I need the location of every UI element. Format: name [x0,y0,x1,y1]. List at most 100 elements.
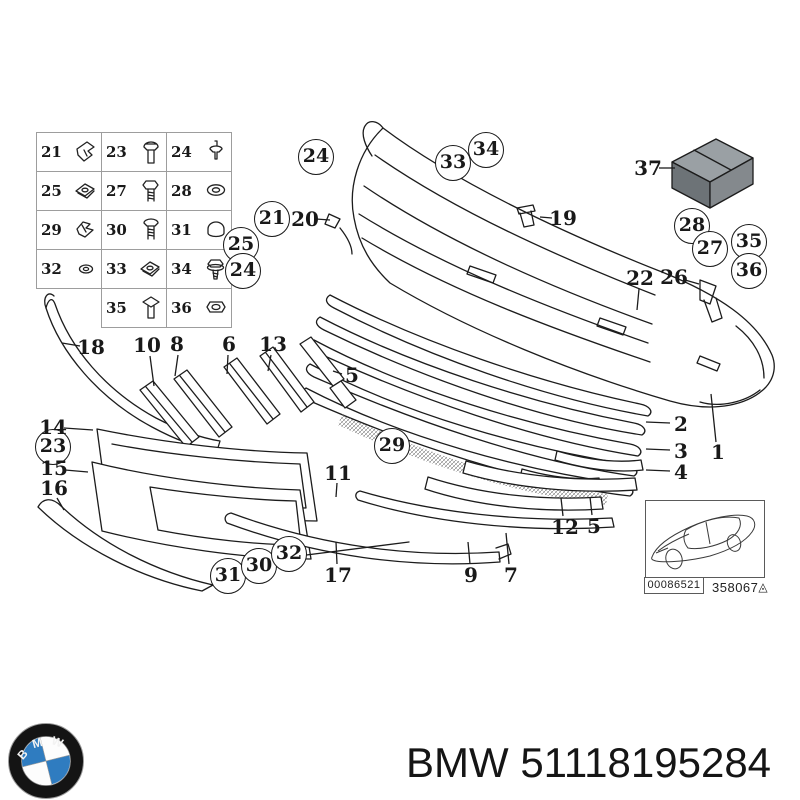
fastener-number: 35 [106,299,127,317]
fastener-cell-36: 36 [166,288,232,328]
fastener-number: 28 [171,182,192,200]
callout-9: 9 [464,563,478,587]
fastener-cell-35: 35 [101,288,167,328]
fastener-number: 30 [106,221,127,239]
footer-part-number: BMW 51118195284 [406,739,771,787]
callout-3: 3 [674,439,688,463]
inset-code-text: 00086521 [647,579,701,591]
fastener-cell-24: 24 [166,132,232,172]
callout-32-circled: 32 [271,536,307,572]
leader-line-4 [645,469,671,472]
callout-37: 37 [634,156,662,180]
car-outline-icon [651,514,756,570]
leader-line-12 [560,497,564,517]
speed-nut-icon [138,254,164,284]
spring-clip-icon [73,215,99,245]
warning-triangle-icon: ◬ [758,580,769,594]
fastener-cell-28: 28 [166,171,232,211]
fastener-cell-empty [37,289,102,328]
callout-24-circled: 24 [298,139,334,175]
fastener-cell-34: 34 [166,249,232,289]
callout-22: 22 [626,266,654,290]
leader-line-3 [645,448,671,451]
fastener-number: 23 [106,143,127,161]
leader-line-8 [174,354,179,377]
fastener-number: 36 [171,299,192,317]
callout-21-circled: 21 [254,201,290,237]
fastener-number: 34 [171,260,192,278]
cover-cap-icon [203,215,229,245]
fastener-number: 33 [106,260,127,278]
car-inset-frame [645,500,765,578]
fastener-table-row: 25 27 28 [36,171,232,211]
callout-1: 1 [711,440,725,464]
small-bracket-parts-art [324,204,723,323]
fastener-number: 27 [106,182,127,200]
washer-icon [203,176,229,206]
fastener-cell-29: 29 [36,210,102,250]
fastener-cell-21: 21 [36,132,102,172]
fastener-cell-27: 27 [101,171,167,211]
hex-nut-icon [203,293,229,323]
fastener-number: 21 [41,143,62,161]
callout-29-circled: 29 [374,428,410,464]
callout-19: 19 [549,206,577,230]
callout-20: 20 [291,207,319,231]
leader-line-14 [63,427,94,431]
fastener-number: 31 [171,221,192,239]
leader-line-6 [226,354,229,375]
callout-10: 10 [133,333,161,357]
part-37-box-art [671,138,754,209]
bmw-roundel-logo: BMW [8,723,84,799]
fastener-table-row: 32 33 34 [36,249,232,289]
centre-grilles-art [424,450,644,511]
impact-strip-layers-art [301,294,652,505]
callout-2: 2 [674,412,688,436]
hex-bolt-icon [138,176,164,206]
fastener-number: 32 [41,260,62,278]
fastener-cell-33: 33 [101,249,167,289]
brand-text: BMW [406,739,509,786]
callout-4: 4 [674,460,688,484]
washer-small-icon [73,254,99,284]
callout-17: 17 [324,563,352,587]
inset-ref-number: 358067◬ [712,580,769,595]
fastener-cell-25: 25 [36,171,102,211]
callout-13: 13 [259,332,287,356]
clip-icon [73,137,99,167]
leader-line-17 [335,541,338,565]
fastener-cell-32: 32 [36,249,102,289]
fastener-table-row: 21 23 24 [36,132,232,172]
leader-line-5 [332,370,343,375]
callout-16: 16 [40,476,68,500]
fastener-table-row: 35 36 [37,288,232,328]
fastener-cell-31: 31 [166,210,232,250]
callout-14: 14 [39,415,67,439]
callout-24-circled: 24 [225,253,261,289]
leader-line-22 [636,288,640,311]
callout-7: 7 [504,563,518,587]
part-number-text: 51118195284 [520,739,772,786]
fastener-cell-30: 30 [101,210,167,250]
countersunk-screw-icon [138,215,164,245]
expanding-rivet-icon [203,137,229,167]
inset-code-box: 00086521 [644,577,704,594]
callout-26: 26 [660,265,688,289]
leader-line-2 [645,421,671,424]
callout-18: 18 [77,335,105,359]
callout-6: 6 [222,332,236,356]
callout-11: 11 [324,461,352,485]
callout-5: 5 [345,363,359,387]
leader-line-15 [64,469,89,473]
fastener-number: 25 [41,182,62,200]
speed-nut-icon [73,176,99,206]
leader-line-5 [589,496,593,516]
square-head-bolt-icon [138,293,164,323]
callout-12: 12 [551,515,579,539]
leader-line-10 [149,355,155,387]
callout-27-circled: 27 [692,231,728,267]
fastener-number: 24 [171,143,192,161]
callout-5: 5 [587,514,601,538]
